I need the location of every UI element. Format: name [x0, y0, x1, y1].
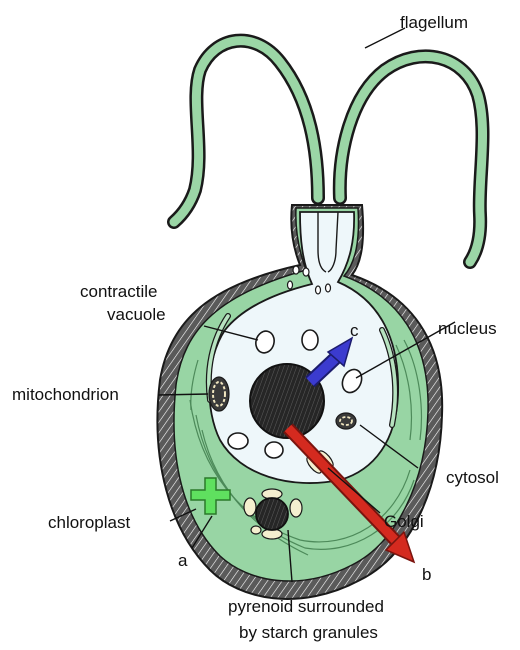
label-pyrenoid-line2: by starch granules	[239, 623, 378, 642]
marker-b: b	[422, 565, 431, 584]
label-chloroplast: chloroplast	[48, 513, 130, 532]
label-contractile-vacuole-line2: vacuole	[107, 305, 166, 324]
marker-a: a	[178, 551, 188, 570]
label-nucleus: nucleus	[438, 319, 497, 338]
label-contractile-vacuole-line1: contractile	[80, 282, 157, 301]
label-mitochondrion: mitochondrion	[12, 385, 119, 404]
label-cytosol: cytosol	[446, 468, 499, 487]
label-flagellum: flagellum	[400, 13, 468, 32]
marker-c: c	[350, 321, 359, 340]
label-golgi: Golgi	[384, 512, 424, 531]
label-pyrenoid-line1: pyrenoid surrounded	[228, 597, 384, 616]
